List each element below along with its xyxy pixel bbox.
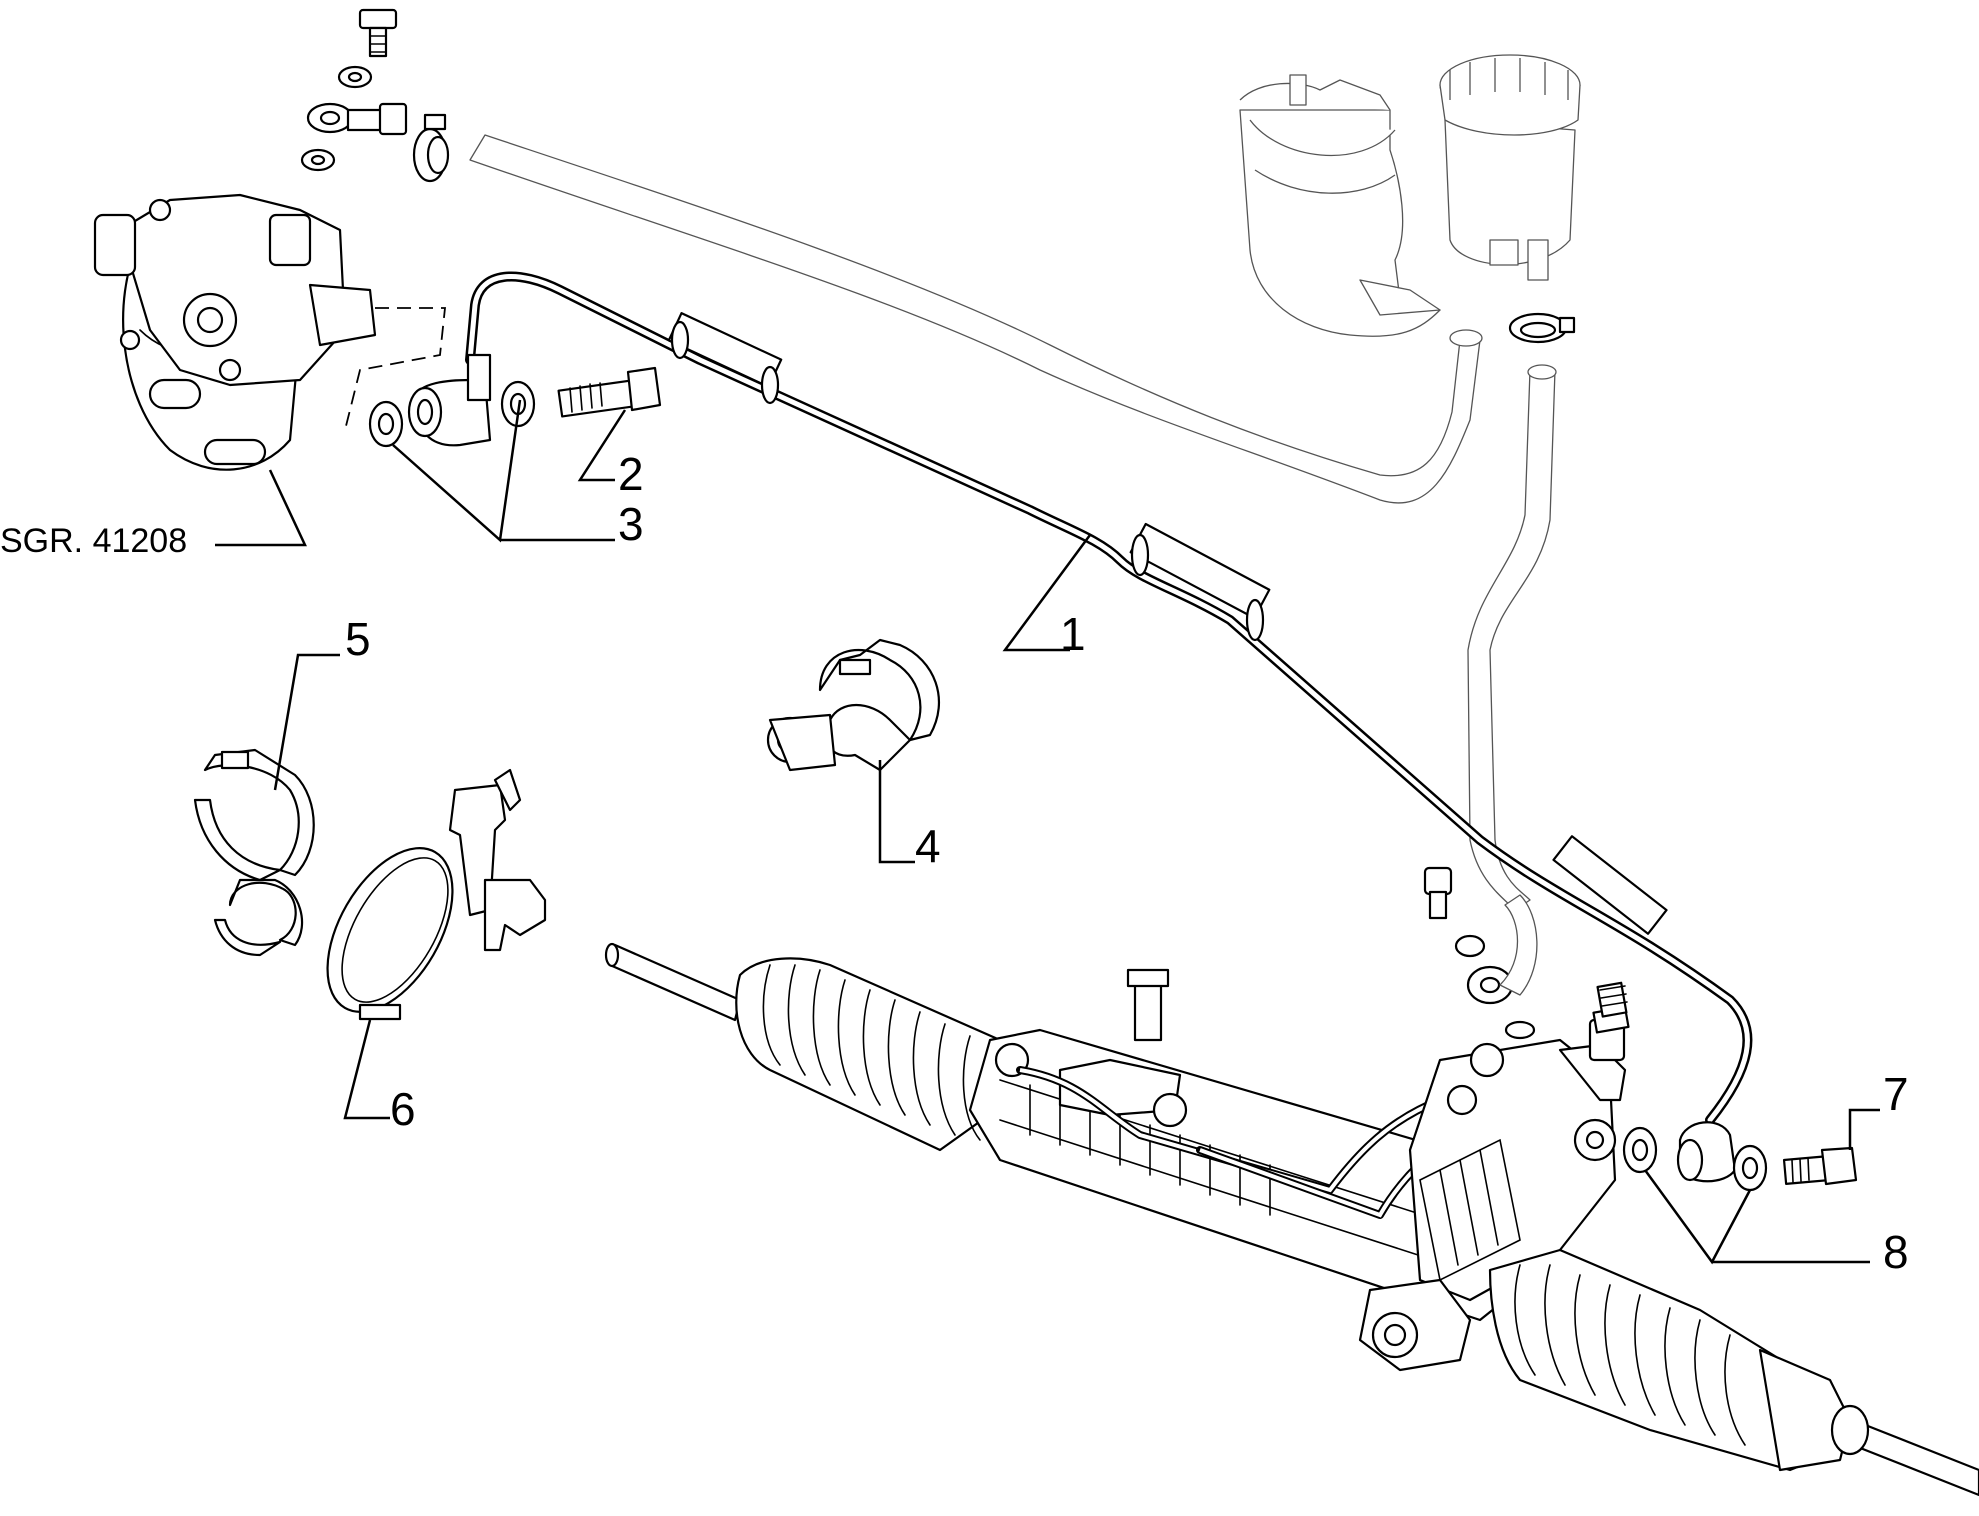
leader-lines — [215, 399, 1880, 1265]
reference-group-label: SGR. 41208 — [0, 522, 187, 560]
steering-rack — [604, 942, 1979, 1497]
pressure-pipe — [465, 271, 1753, 1125]
fluid-reservoir — [1239, 54, 1581, 337]
reservoir-hose-clamp — [1508, 312, 1576, 344]
rack-feed-fittings — [1423, 866, 1538, 1040]
pipe-clamp-6 — [326, 768, 547, 1021]
callout-6: 6 — [390, 1083, 416, 1135]
callout-3: 3 — [618, 498, 644, 550]
feed-hose — [1449, 329, 1557, 911]
pipe-clamp-4 — [766, 638, 940, 772]
banjo-bolt-2 — [557, 366, 662, 418]
callout-1: 1 — [1060, 608, 1086, 660]
pump-fittings — [300, 8, 450, 183]
power-steering-pump — [93, 193, 447, 471]
return-hose — [469, 134, 1481, 504]
copper-washers-3 — [368, 380, 536, 448]
callout-7: 7 — [1883, 1068, 1909, 1120]
callout-8: 8 — [1883, 1226, 1909, 1278]
callout-4: 4 — [915, 820, 941, 872]
pump-banjo-fitting — [407, 353, 492, 447]
pipe-clamp-5 — [193, 748, 315, 957]
rack-banjo-fitting — [1622, 1121, 1858, 1192]
callout-2: 2 — [618, 448, 644, 500]
callout-5: 5 — [345, 613, 371, 665]
